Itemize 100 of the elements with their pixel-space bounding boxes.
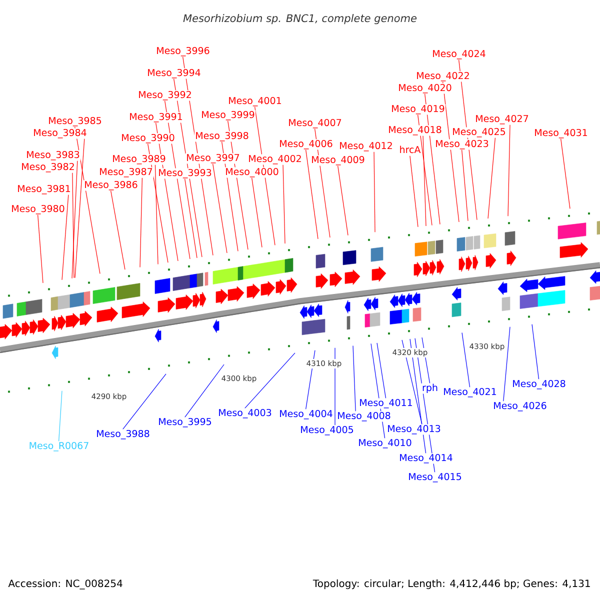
gene-label: Meso_4005 — [301, 426, 354, 436]
gene-label: Meso_3988 — [97, 430, 150, 440]
gene-label: Meso_3989 — [113, 154, 166, 164]
leader-line — [72, 160, 78, 279]
gene-label: Meso_4024 — [433, 50, 486, 60]
gene-label: Meso_3999 — [202, 110, 254, 120]
gene-label: Meso_4015 — [409, 472, 462, 482]
gene-label: Meso_4013 — [388, 424, 440, 434]
leader-line — [410, 155, 418, 228]
gene-label: Meso_3994 — [148, 68, 200, 78]
leader-line — [184, 178, 198, 258]
gene-label: Meso_4021 — [444, 388, 496, 398]
leader-line — [442, 82, 460, 222]
leader-line — [376, 342, 386, 398]
gene-label: Meso_3987 — [100, 168, 152, 178]
leader-line — [462, 150, 468, 222]
leader-line — [306, 150, 318, 240]
gene-label: Meso_4003 — [219, 408, 272, 418]
leader-line — [140, 178, 143, 268]
gene-label: Meso_3991 — [130, 112, 182, 122]
leader-line — [228, 120, 248, 250]
leader-line — [58, 390, 62, 442]
leader-line — [370, 343, 386, 438]
leader-line — [374, 152, 376, 232]
leader-line — [72, 172, 74, 278]
gene-label: Meso_3998 — [196, 132, 248, 142]
leader-line — [560, 138, 570, 209]
leader-line — [424, 94, 440, 225]
leader-line — [508, 124, 510, 216]
leader-line — [212, 164, 228, 254]
gene-label: Meso_4026 — [494, 402, 546, 412]
gene-label: Meso_4019 — [392, 104, 444, 114]
gene-label: Meso_3993 — [159, 168, 212, 178]
leader-line — [306, 350, 316, 410]
gene-label: Meso_4012 — [340, 142, 392, 152]
leader-line — [174, 78, 202, 258]
gene-label: Meso_4014 — [400, 454, 452, 464]
leader-line — [314, 128, 330, 238]
gene-label: Meso_3996 — [157, 46, 210, 56]
genome-stats-text: Topology: circular; Length: 4,412,446 bp; Genes: 4,131 — [312, 579, 590, 590]
gene-label: Meso_4009 — [312, 156, 364, 166]
gene-label: Meso_3986 — [85, 180, 138, 190]
accession-text: Accession: NC_008254 — [8, 579, 122, 590]
leader-line — [338, 166, 348, 236]
gene-label: Meso_4007 — [289, 118, 342, 128]
leader-line — [122, 374, 166, 430]
gene-label: Meso_4002 — [249, 154, 301, 164]
leader-line — [74, 126, 100, 274]
gene-label: Meso_3985 — [49, 116, 102, 126]
gene-label: Meso_4025 — [453, 128, 506, 138]
leader-line — [164, 100, 190, 260]
leader-line — [38, 214, 44, 284]
leader-line — [418, 114, 432, 226]
gene-label: Meso_3980 — [12, 204, 64, 214]
gene-label: Meso_3990 — [122, 134, 174, 144]
gene-label: Meso_4020 — [399, 84, 452, 94]
gene-label: Meso_4010 — [359, 438, 412, 448]
gene-label: Meso_4023 — [436, 140, 488, 150]
leader-line — [503, 326, 510, 402]
gene-label: Meso_4000 — [226, 168, 278, 178]
gene-label: Meso_3995 — [159, 418, 212, 428]
gene-label: rph — [422, 384, 438, 393]
leader-line — [532, 324, 540, 380]
leader-line — [62, 194, 69, 280]
gene-label: Meso_4006 — [280, 140, 332, 150]
gene-label: Meso_4018 — [389, 126, 442, 136]
gene-label: Meso_3992 — [139, 90, 191, 100]
leader-line — [252, 178, 262, 248]
leader-line — [254, 106, 276, 246]
leader-line — [352, 345, 356, 412]
leader-line — [182, 56, 214, 256]
gene-label: Meso_4031 — [535, 128, 587, 138]
gene-label: Meso_3997 — [187, 154, 240, 164]
gene-label: Meso_3983 — [27, 150, 80, 160]
gene-label: hrcA — [400, 146, 421, 154]
leader-line — [154, 164, 158, 264]
leader-line — [422, 136, 426, 226]
leader-line — [222, 142, 238, 252]
leader-line — [244, 352, 296, 409]
gene-label: Meso_3981 — [18, 184, 70, 194]
gene-label: Meso_4004 — [280, 410, 332, 420]
gene-label: Meso_4028 — [513, 380, 566, 390]
leader-line — [74, 138, 85, 278]
leader-line — [282, 164, 286, 244]
leader-line — [488, 138, 496, 219]
gene-label: Meso_4022 — [417, 72, 469, 82]
gene-label: Meso_4027 — [476, 114, 528, 124]
leader-line — [458, 60, 478, 220]
gene-label: Meso_3984 — [34, 128, 86, 138]
leader-line — [462, 332, 470, 388]
leader-line — [110, 190, 126, 270]
leader-line — [422, 337, 430, 384]
gene-label: Meso_R0067 — [30, 442, 88, 452]
gene-label: Meso_4011 — [360, 398, 412, 408]
title: Mesorhizobium sp. BNC1, complete genome — [183, 14, 417, 24]
gene-label: Meso_3982 — [22, 162, 74, 172]
leader-line — [148, 143, 168, 263]
leader-line — [184, 364, 224, 418]
leader-line — [414, 338, 436, 473]
leader-line — [156, 122, 178, 262]
